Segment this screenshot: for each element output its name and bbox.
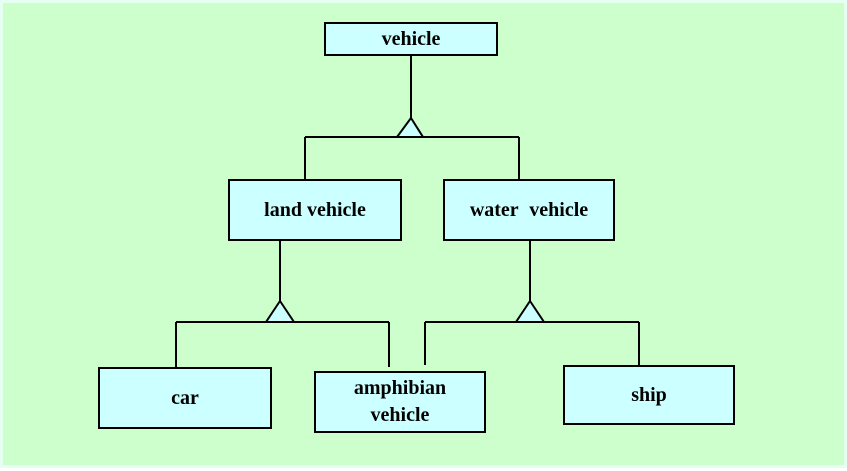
generalization-water-vehicle bbox=[424, 241, 640, 365]
node-land-vehicle: land vehicle bbox=[228, 179, 402, 241]
generalization-land-vehicle bbox=[175, 241, 390, 367]
node-water-vehicle: water vehicle bbox=[443, 179, 615, 241]
node-label: amphibian vehicle bbox=[353, 377, 447, 426]
generalization-vehicle bbox=[304, 56, 520, 179]
node-label: ship bbox=[631, 383, 667, 406]
inheritance-triangle-icon bbox=[395, 116, 425, 138]
node-label: water vehicle bbox=[469, 198, 589, 221]
node-amphibian-vehicle: amphibian vehicle bbox=[314, 371, 486, 433]
node-vehicle: vehicle bbox=[324, 22, 498, 56]
connector-layer bbox=[175, 56, 640, 367]
node-label: car bbox=[171, 386, 199, 409]
node-car: car bbox=[98, 367, 272, 429]
inheritance-triangle-icon bbox=[514, 299, 546, 323]
node-ship: ship bbox=[563, 365, 735, 425]
inheritance-triangle-icon bbox=[264, 299, 296, 323]
node-label: vehicle bbox=[381, 27, 441, 50]
node-label: land vehicle bbox=[264, 198, 366, 221]
